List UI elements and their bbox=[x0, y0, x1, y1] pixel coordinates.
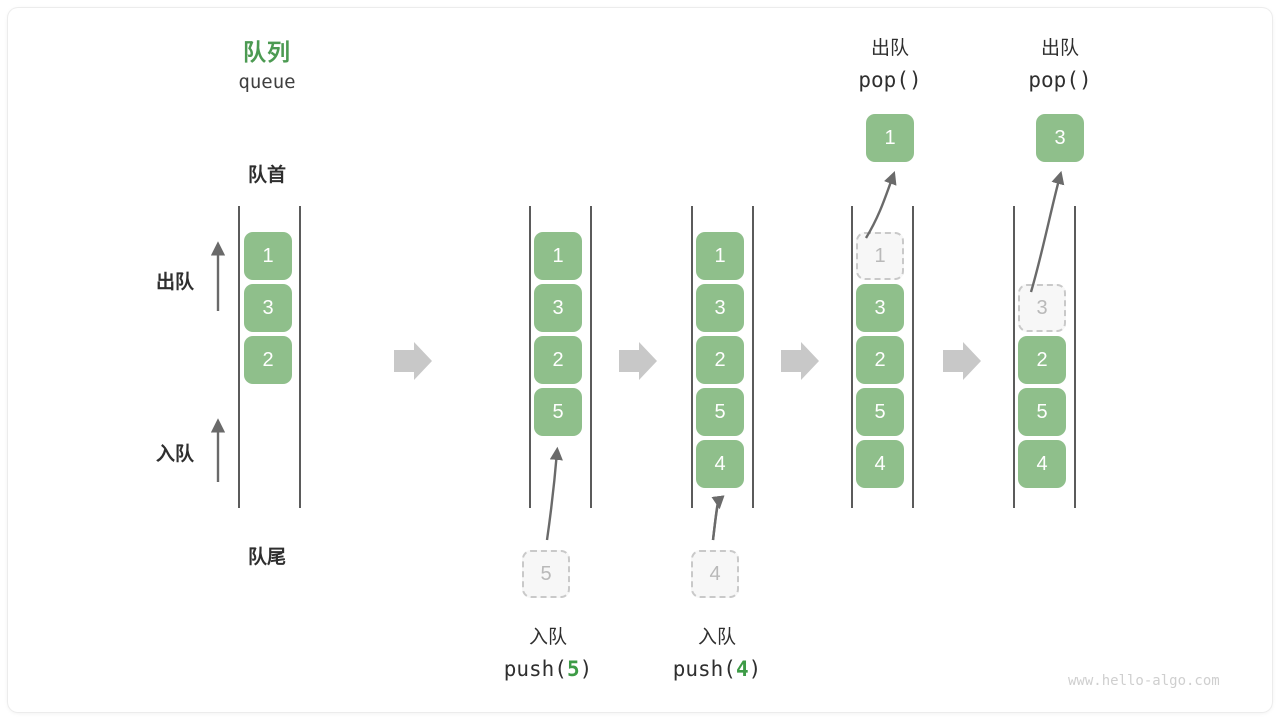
queue-item: 2 bbox=[534, 336, 582, 384]
diagram-title-cn: 队列 bbox=[243, 39, 291, 65]
incoming-ghost-item: 4 bbox=[691, 550, 739, 598]
dequeue-direction-label: 出队 bbox=[155, 272, 194, 293]
rail-right-col2 bbox=[590, 206, 592, 508]
rail-left-col2 bbox=[529, 206, 531, 508]
push-4-code-suffix: ) bbox=[748, 657, 762, 681]
queue-item: 3 bbox=[696, 284, 744, 332]
queue-item: 2 bbox=[1018, 336, 1066, 384]
queue-item: 2 bbox=[244, 336, 292, 384]
popped-ghost-item: 1 bbox=[856, 232, 904, 280]
queue-front-label: 队首 bbox=[247, 165, 286, 186]
queue-item: 1 bbox=[534, 232, 582, 280]
push-4-code-prefix: push( bbox=[672, 657, 736, 681]
rail-right-col3 bbox=[752, 206, 754, 508]
pop-1-label-cn: 出队 bbox=[870, 38, 909, 59]
push-4-code-arg: 4 bbox=[735, 657, 749, 681]
rail-right-col5 bbox=[1074, 206, 1076, 508]
queue-item: 3 bbox=[856, 284, 904, 332]
push-5-code-prefix: push( bbox=[503, 657, 567, 681]
rail-right-col4 bbox=[912, 206, 914, 508]
queue-item: 3 bbox=[534, 284, 582, 332]
push-4-label-cn: 入队 bbox=[697, 627, 736, 648]
queue-item: 5 bbox=[534, 388, 582, 436]
diagram-card bbox=[8, 8, 1272, 712]
push-5-code-suffix: ) bbox=[579, 657, 593, 681]
push-5-label-cn: 入队 bbox=[528, 627, 567, 648]
queue-item: 5 bbox=[1018, 388, 1066, 436]
queue-item: 2 bbox=[856, 336, 904, 384]
queue-rear-label: 队尾 bbox=[247, 547, 286, 568]
rail-left-col5 bbox=[1013, 206, 1015, 508]
queue-item: 5 bbox=[696, 388, 744, 436]
queue-item: 1 bbox=[244, 232, 292, 280]
rail-right-col1 bbox=[299, 206, 301, 508]
pop-1-label-code: pop() bbox=[858, 68, 922, 92]
queue-item: 4 bbox=[696, 440, 744, 488]
push-4-label-code: push(4) bbox=[632, 657, 802, 681]
rail-left-col4 bbox=[851, 206, 853, 508]
push-5-label-code: push(5) bbox=[463, 657, 633, 681]
popped-item: 3 bbox=[1036, 114, 1084, 162]
queue-item: 5 bbox=[856, 388, 904, 436]
push-5-code-arg: 5 bbox=[566, 657, 580, 681]
pop-3-label-code: pop() bbox=[1028, 68, 1092, 92]
queue-item: 2 bbox=[696, 336, 744, 384]
rail-left-col1 bbox=[238, 206, 240, 508]
queue-item: 4 bbox=[856, 440, 904, 488]
queue-item: 4 bbox=[1018, 440, 1066, 488]
queue-item: 1 bbox=[696, 232, 744, 280]
diagram-title-code: queue bbox=[238, 71, 296, 93]
rail-left-col3 bbox=[691, 206, 693, 508]
watermark: www.hello-algo.com bbox=[1068, 673, 1220, 689]
incoming-ghost-item: 5 bbox=[522, 550, 570, 598]
queue-item: 3 bbox=[244, 284, 292, 332]
enqueue-direction-label: 入队 bbox=[155, 444, 194, 465]
popped-item: 1 bbox=[866, 114, 914, 162]
pop-3-label-cn: 出队 bbox=[1040, 38, 1079, 59]
popped-ghost-item: 3 bbox=[1018, 284, 1066, 332]
